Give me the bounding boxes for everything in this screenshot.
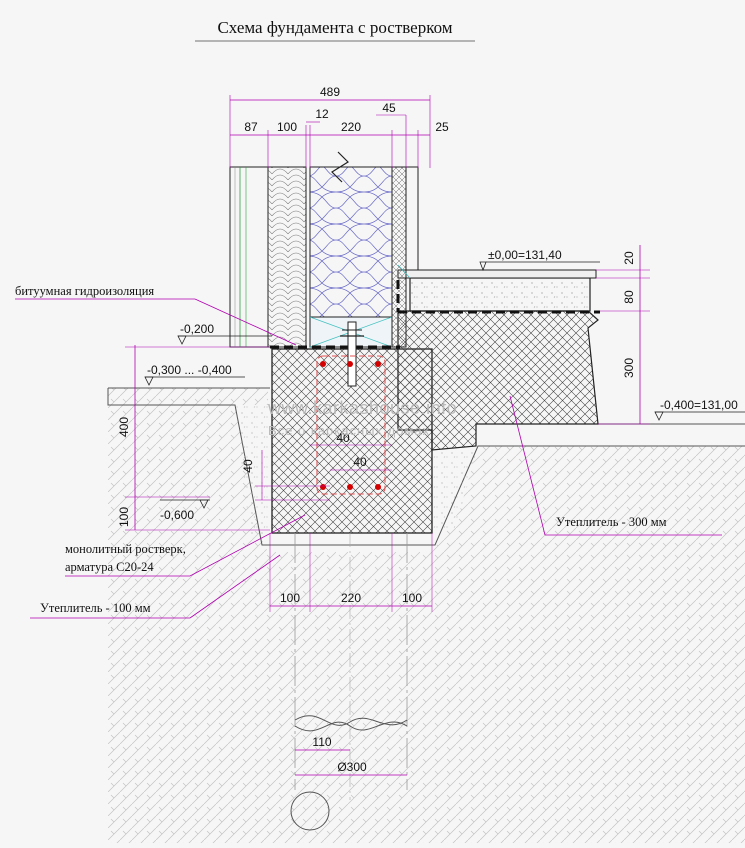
watermark-tagline: Все о каркасных домах [268,423,430,438]
dim-pile-diameter: Ø300 [337,760,367,774]
dim-bottom-100b: 100 [402,591,422,605]
level-m0400: -0,400=131,00 [660,398,738,412]
dim-20: 20 [622,251,636,265]
right-dimensions: 20 80 300 [596,245,650,425]
level-marks: ±0,00=131,40 -0,200 -0,300 ... -0,400 -0… [144,248,745,522]
rebar-bar [375,361,381,367]
rebar-bar [320,361,326,367]
floor-slab [397,269,597,312]
dim-87: 87 [244,120,258,134]
dim-80: 80 [622,290,636,304]
anchor-bolt [340,321,364,387]
callout-waterproofing: битуумная гидроизоляция [15,284,154,298]
level-zero: ±0,00=131,40 [488,248,562,262]
dim-pile-110: 110 [312,735,331,749]
rebar-bar [375,484,381,490]
top-dimensions: 489 87 100 12 220 45 25 [229,85,449,168]
drawing-title: Схема фундамента с ростверком [217,18,452,37]
gravel-backfill-right [432,450,478,535]
left-dimensions: 400 100 [117,345,270,531]
dim-12: 12 [315,107,329,121]
dim-40-mid: 40 [353,455,367,469]
dim-100-left: 100 [117,507,131,527]
watermark-site: www.karkashouse.info [267,398,457,418]
dim-25: 25 [435,120,449,134]
level-m0300: -0,300 ... -0,400 [147,363,232,377]
dim-220: 220 [341,120,361,134]
dim-40-top: 40 [336,431,350,445]
level-m0200: -0,200 [180,322,214,336]
callout-insulation-100: Утеплитель - 100 мм [40,601,151,615]
callout-grillage-line2: арматура С20-24 [65,560,154,574]
level-m0600: -0,600 [160,508,194,522]
dim-bottom-100a: 100 [280,591,300,605]
callout-grillage-line1: монолитный ростверк, [65,542,186,556]
dim-total-width: 489 [320,85,340,99]
callout-insulation-300: Утеплитель - 300 мм [556,515,667,529]
dim-400: 400 [117,417,131,437]
dim-300: 300 [622,358,636,378]
wall [229,151,419,348]
waterproofing-line [270,280,600,349]
dim-bottom-220: 220 [341,591,361,605]
floor-insulation-300 [397,310,599,451]
cover-dimensions: 40 40 40 [241,431,392,501]
rebar-bar [320,484,326,490]
gravel-backfill-left [235,405,270,535]
dim-100: 100 [277,120,297,134]
pile-dimensions: 110 Ø300 [295,735,407,776]
watermark: www.karkashouse.info Все о каркасных дом… [267,398,457,438]
callouts: битуумная гидроизоляция монолитный роств… [15,284,722,619]
pile [290,533,408,831]
rebar-bar [347,361,353,367]
bottom-dimensions: 100 220 100 [269,533,433,612]
rebar-bar [347,484,353,490]
dim-40-left: 40 [241,459,255,473]
dim-45: 45 [382,101,396,115]
rebar-cage [316,355,386,495]
